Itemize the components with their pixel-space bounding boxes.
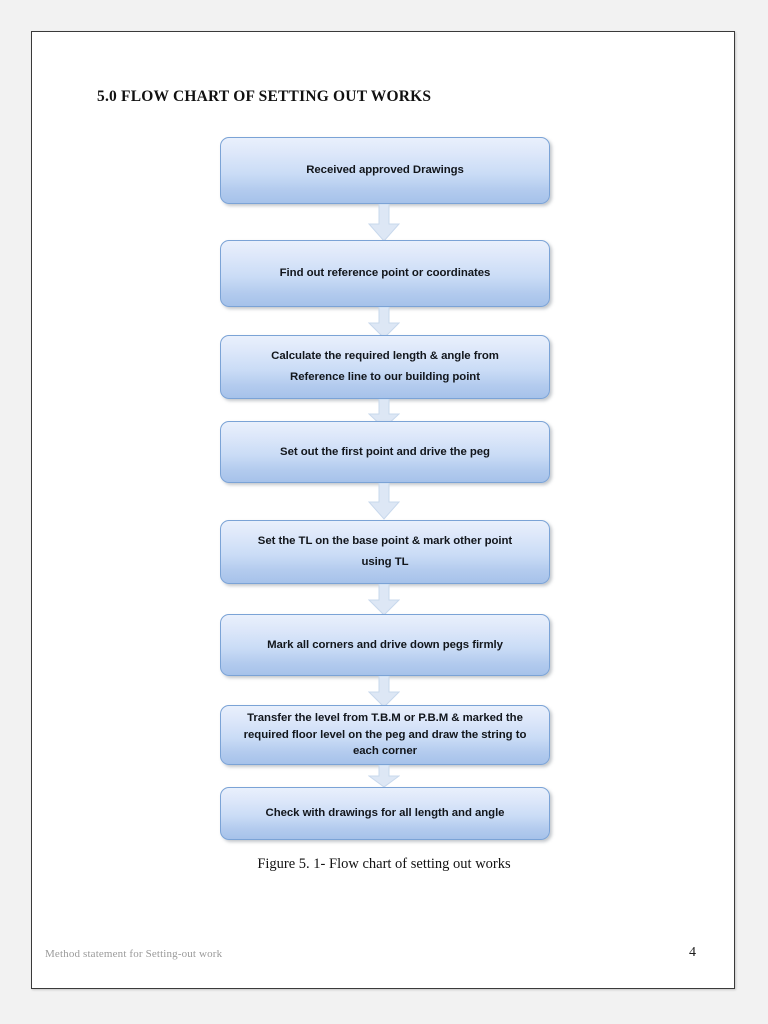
flow-node-2[interactable]: Find out reference point or coordinates	[220, 240, 550, 307]
flow-connector-arrow-7	[368, 765, 400, 788]
flow-node-5[interactable]: Set the TL on the base point & mark othe…	[220, 520, 550, 584]
flow-connector-arrow-4	[368, 483, 400, 520]
flow-node-7[interactable]: Transfer the level from T.B.M or P.B.M &…	[220, 705, 550, 765]
flow-connector-arrow-1	[368, 204, 400, 242]
flow-node-3[interactable]: Calculate the required length & angle fr…	[220, 335, 550, 399]
page-title: 5.0 FLOW CHART OF SETTING OUT WORKS	[97, 88, 432, 105]
document-footer: Method statement for Setting-out work	[45, 948, 223, 960]
flow-connector-arrow-5	[368, 584, 400, 616]
figure-caption: Figure 5. 1- Flow chart of setting out w…	[257, 856, 511, 872]
flow-node-label: Find out reference point or coordinates	[279, 267, 491, 279]
flow-node-6[interactable]: Mark all corners and drive down pegs fir…	[220, 614, 550, 676]
flow-node-1[interactable]: Received approved Drawings	[220, 137, 550, 204]
page-number: 4	[689, 945, 696, 960]
flow-connector-arrow-2	[368, 307, 400, 339]
flow-node-label: Received approved Drawings	[306, 164, 464, 176]
flow-node-label: Calculate the required length & angle fr…	[271, 350, 499, 383]
flow-node-label: Transfer the level from T.B.M or P.B.M &…	[243, 712, 527, 758]
flow-node-4[interactable]: Set out the first point and drive the pe…	[220, 421, 550, 483]
document-page: 5.0 FLOW CHART OF SETTING OUT WORKS Rece…	[31, 31, 735, 989]
flow-node-label: Set out the first point and drive the pe…	[280, 445, 490, 458]
flow-node-label: Check with drawings for all length and a…	[265, 807, 505, 819]
flowchart-diagram: Received approved Drawings Find out refe…	[32, 32, 736, 990]
flow-node-label: Mark all corners and drive down pegs fir…	[267, 638, 503, 651]
flow-node-8[interactable]: Check with drawings for all length and a…	[220, 787, 550, 840]
flow-node-label: Set the TL on the base point & mark othe…	[257, 535, 513, 568]
flow-connector-arrow-6	[368, 676, 400, 708]
